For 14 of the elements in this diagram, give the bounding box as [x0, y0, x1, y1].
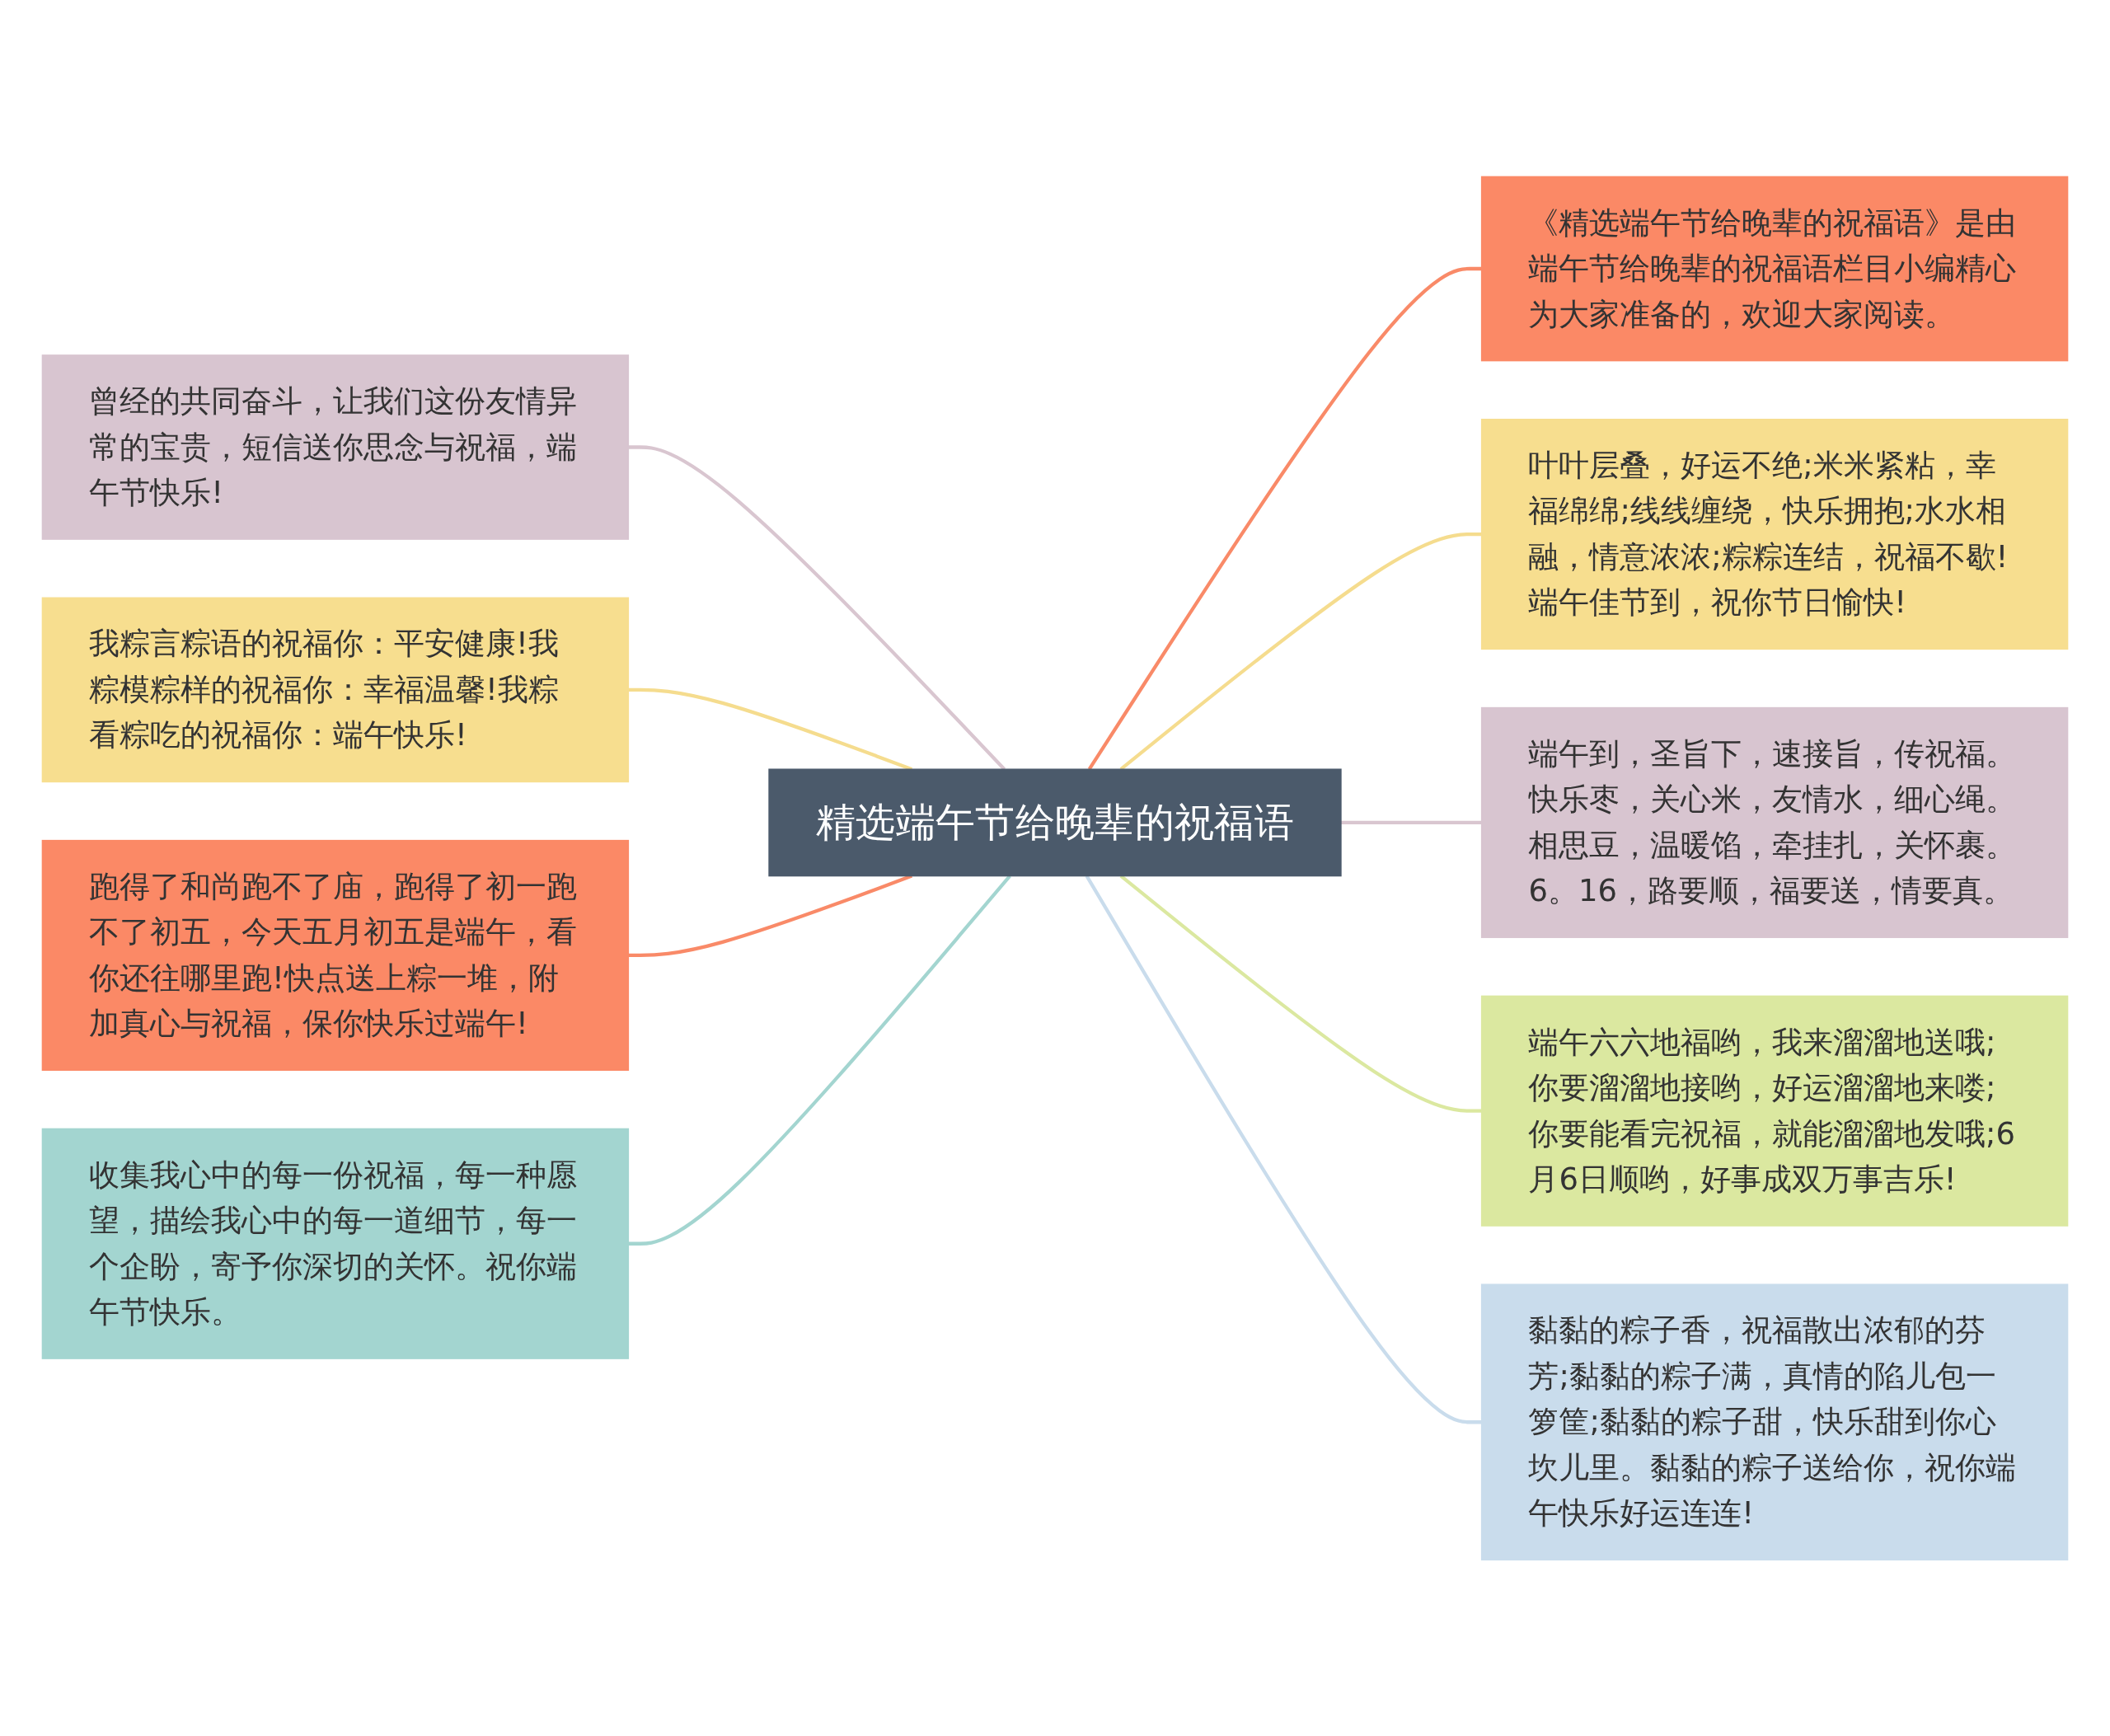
node-box [41, 354, 630, 540]
node-box [41, 839, 630, 1071]
node-box [1480, 706, 2069, 938]
connector [1087, 266, 1482, 770]
connector [1340, 820, 1482, 824]
connector [1085, 875, 1482, 1424]
node-box [768, 768, 1342, 876]
node-box [1480, 995, 2069, 1227]
node-box [1480, 176, 2069, 361]
node-box [41, 597, 630, 782]
node-box [1480, 1283, 2069, 1560]
mind-map: 精选端午节给晚辈的祝福语 曾经的共同奋斗，让我们这份友情异常的宝贵，短信送你思念与祝福，端午节快乐! 我粽言粽语的祝福你：平安健康!我粽模粽样的祝福你：幸福温馨!我粽看粽吃的祝福你：端午快乐! 跑得了和尚跑不了庙，跑得了初一跑不了初五，今天五月初五是端午，看你还往哪里跑!快点送上粽一堆，附加真心与祝福，保你快乐过端午! 收集我心中的每一份祝福，每一种愿望，描绘我心中的每一道细节，每一个企盼，寄予你深切的关怀。祝你端午节快乐。 《精选端午节给晚辈的祝福语》是由端午节给晚辈的祝福语栏目小编精心为大家准备的，欢迎大家阅读。 叶叶层叠，好运不绝;米米紧粘，幸福绵绵;线线缠绕，快乐拥抱;水水相融，情意浓浓;粽粽连结，祝福不歇!端午佳节到，祝你节日愉快! 端午到，圣旨下，速接旨，传祝福。快乐枣，关心米，友情水，细心绳。相思豆，温暖馅，牵挂扎，关怀裹。6。16，路要顺，福要送，情要真。 端午六六地福哟，我来溜溜地送哦;你要溜溜地接哟，好运溜溜地来喽;你要能看完祝福，就能溜溜地发哦;6月6日顺哟，好事成双万事吉乐! 黏黏的粽子香，祝福散出浓郁的芬芳;黏黏的粽子满，真情的陷儿包一箩筐;黏黏的粽子甜，快乐甜到你心坎儿里。黏黏的粽子送给你，祝你端午快乐好运连连! [33, 167, 2077, 1569]
node-box [41, 1128, 630, 1359]
node-box [1480, 418, 2069, 650]
